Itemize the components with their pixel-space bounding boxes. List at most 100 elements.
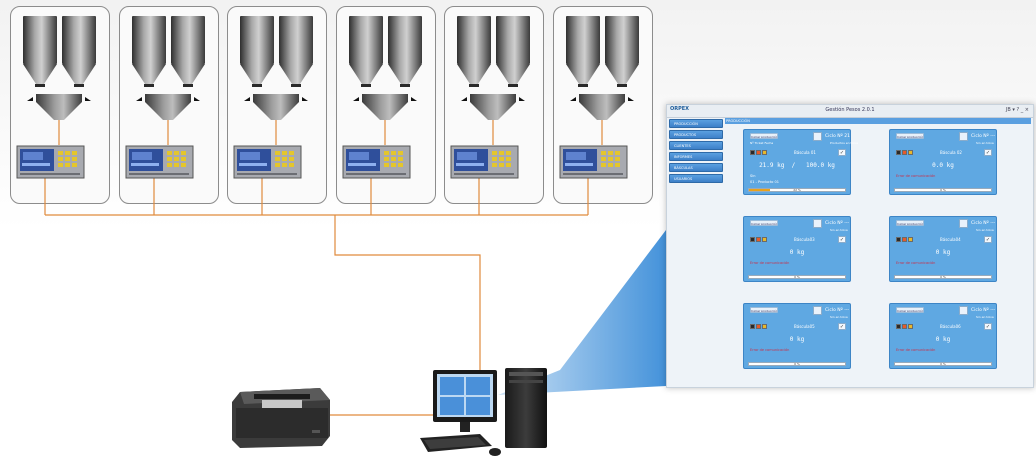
tare-checkbox[interactable]: ✓	[838, 149, 846, 156]
scale-name: Báscula 01	[794, 150, 816, 155]
cycle-number: Ciclo Nº ---	[971, 221, 996, 226]
status-light-icon	[908, 237, 913, 242]
weighing-indicator-icon	[16, 145, 85, 179]
hopper-products-label: Sin en tolva	[976, 228, 994, 232]
tare-checkbox[interactable]: ✓	[838, 323, 846, 330]
silo-icon	[23, 16, 57, 87]
sidebar-item[interactable]: USUARIOS	[669, 174, 723, 183]
start-production-button[interactable]: Iniciar producción	[896, 220, 924, 226]
scale-name: Báscula05	[794, 324, 815, 329]
sidebar-item[interactable]: CLIENTES	[669, 141, 723, 150]
weighing-indicator-icon	[342, 145, 411, 179]
status-light-icon	[750, 324, 755, 329]
status-light-icon	[902, 237, 907, 242]
silo-icon	[132, 16, 166, 87]
progress-bar: 0 %	[894, 188, 992, 192]
sidebar-item[interactable]: BÁSCULAS	[669, 163, 723, 172]
hopper-products-label: Sin en tolva	[976, 315, 994, 319]
ticket-header: Nº Ticket Fecha	[750, 141, 774, 145]
tare-checkbox[interactable]: ✓	[984, 149, 992, 156]
computer-icon	[420, 368, 547, 456]
silo-icon	[62, 16, 96, 87]
status-light-icon	[902, 324, 907, 329]
scale-name: Báscula03	[794, 237, 815, 242]
cycle-icon[interactable]	[813, 132, 822, 141]
silo-icon	[388, 16, 422, 87]
weight-display: 0.0 kg	[932, 162, 954, 169]
scale-name: Báscula06	[940, 324, 961, 329]
hopper-products-label: Sin en tolva	[830, 228, 848, 232]
station-2	[125, 16, 205, 179]
station-3	[233, 16, 313, 179]
network-lines	[44, 178, 589, 416]
status-light-icon	[762, 324, 767, 329]
window-buttons[interactable]: JB ▾ ? _ ×	[1005, 107, 1029, 113]
status-light-icon	[762, 237, 767, 242]
hopper-products-label: Productos en tolva	[830, 141, 858, 145]
progress-fill	[749, 189, 771, 191]
station-6	[559, 16, 639, 179]
progress-bar: 0 %	[748, 275, 846, 279]
cycle-icon[interactable]	[813, 306, 822, 315]
scale-panel: Iniciar producción Ciclo Nº --- Sin en tol…	[743, 216, 851, 282]
tare-checkbox[interactable]: ✓	[984, 236, 992, 243]
status-light-icon	[896, 324, 901, 329]
cycle-icon[interactable]	[959, 306, 968, 315]
weigh-hopper-icon	[27, 94, 91, 120]
app-title: Gestión Pesos 2.0.1	[825, 107, 875, 113]
silo-icon	[496, 16, 530, 87]
app-tabbar: PRODUCCIÓN	[725, 118, 1031, 124]
weight-display: 0 kg	[935, 249, 951, 256]
tare-checkbox[interactable]: ✓	[838, 236, 846, 243]
scale-panel: Iniciar producción Ciclo Nº --- Sin en tol…	[889, 303, 997, 369]
status-light-icon	[756, 237, 761, 242]
weighing-indicator-icon	[125, 145, 194, 179]
projection-beam	[498, 230, 666, 395]
weighing-stations	[16, 16, 639, 179]
progress-bar: 22 %	[748, 188, 846, 192]
app-sidebar: PRODUCCIÓN PRODUCTOS CLIENTES INFORMES BÁSCU…	[669, 119, 723, 185]
sidebar-item[interactable]: PRODUCCIÓN	[669, 119, 723, 128]
communication-error: Error de comunicación	[896, 174, 936, 178]
start-production-button[interactable]: Iniciar producción	[750, 307, 778, 313]
sidebar-item[interactable]: PRODUCTOS	[669, 130, 723, 139]
progress-bar: 0 %	[748, 362, 846, 366]
status-light-icon	[902, 150, 907, 155]
tab-production[interactable]: PRODUCCIÓN	[726, 119, 750, 123]
progress-label: 0 %	[794, 275, 800, 279]
start-production-button[interactable]: Iniciar producción	[896, 307, 924, 313]
communication-error: Error de comunicación	[896, 348, 936, 352]
tare-checkbox[interactable]: ✓	[984, 323, 992, 330]
silo-icon	[279, 16, 313, 87]
silo-icon	[605, 16, 639, 87]
cycle-number: Ciclo Nº ---	[971, 308, 996, 313]
weighing-indicator-icon	[233, 145, 302, 179]
cycle-icon[interactable]	[959, 219, 968, 228]
sidebar-item[interactable]: INFORMES	[669, 152, 723, 161]
status-light-icon	[756, 150, 761, 155]
start-production-button[interactable]: Iniciar producción	[750, 133, 778, 139]
station-5	[450, 16, 530, 179]
progress-label: 0 %	[940, 362, 946, 366]
start-production-button[interactable]: Iniciar producción	[896, 133, 924, 139]
cycle-number: Ciclo Nº ---	[825, 221, 850, 226]
printer-icon	[232, 388, 330, 448]
weight-display: 21.9 kg / 100.0 kg	[759, 162, 835, 169]
status-light-icon	[762, 150, 767, 155]
cycle-icon[interactable]	[813, 219, 822, 228]
weigh-hopper-icon	[461, 94, 525, 120]
weighing-indicator-icon	[450, 145, 519, 179]
status-light-icon	[750, 150, 755, 155]
weigh-hopper-icon	[136, 94, 200, 120]
progress-label: 0 %	[940, 188, 946, 192]
cycle-icon[interactable]	[959, 132, 968, 141]
weighing-app-window: ORPEX Gestión Pesos 2.0.1 JB ▾ ? _ × PRO…	[666, 104, 1034, 388]
start-production-button[interactable]: Iniciar producción	[750, 220, 778, 226]
silo-icon	[171, 16, 205, 87]
status-light-icon	[756, 324, 761, 329]
progress-label: 0 %	[794, 362, 800, 366]
weigh-hopper-icon	[353, 94, 417, 120]
